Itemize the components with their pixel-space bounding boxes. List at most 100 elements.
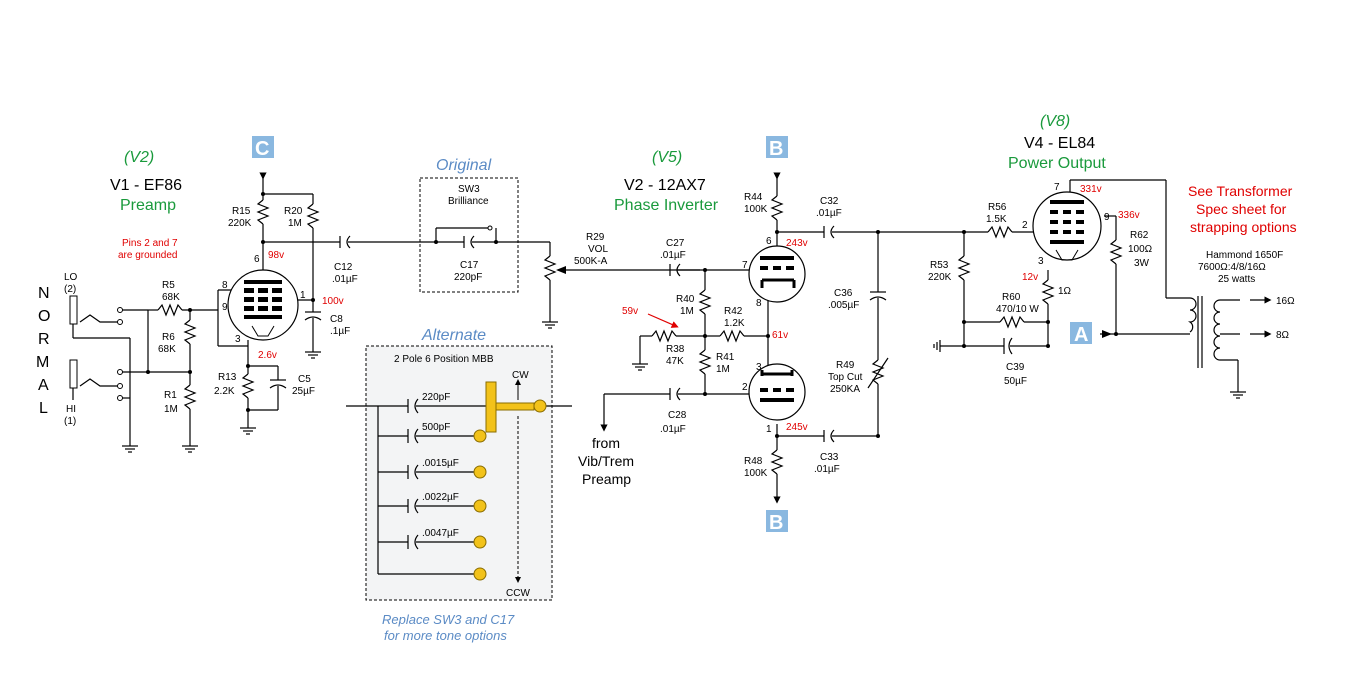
r42-value: 1.2K [724,318,745,329]
v4-tube [1032,191,1102,261]
v1-pin9: 9 [222,302,228,313]
transformer-note-line2: Spec sheet for [1196,201,1287,217]
lo-jack[interactable] [69,295,78,325]
alt-cap-plate-curved [414,464,419,480]
v2-tube-bottom [748,363,806,421]
r38-value: 47K [666,356,684,367]
alt-cap-plate-curved [414,428,419,444]
rotary-switch-positions[interactable] [473,429,487,581]
lo-jack-pin: (2) [64,284,76,295]
v2-pin8: 8 [756,298,762,309]
c8-label: C8 [330,314,343,325]
marker-b-bottom-box [766,510,788,532]
r29-label: R29 [586,232,605,243]
r41-label: R41 [716,352,735,363]
r6-label: R6 [162,332,175,343]
v2-cathode-voltage: 61v [772,330,788,341]
v2-bottom-plate-voltage: 245v [786,422,808,433]
normal-letter: M [36,354,49,371]
alternate-label: Alternate [421,327,486,344]
v1-note-line2: are grounded [118,250,178,261]
r6-value: 68K [158,344,176,355]
r29-name: VOL [588,244,608,255]
r60-value: 470/10 W [996,304,1039,315]
v1-pin8: 8 [222,280,228,291]
junction-dot [876,230,880,234]
marker-a-arrow [1102,330,1112,338]
alt-cap-label: .0047µF [422,528,459,539]
r13-label: R13 [218,372,237,383]
alt-cap-label: 500pF [422,422,450,433]
r53-label: R53 [930,260,949,271]
v4-cathode-voltage: 12v [1022,272,1038,283]
c36-label: C36 [834,288,853,299]
c5-value: 25µF [292,386,315,397]
marker-c-box [252,136,274,158]
v2-pin7: 7 [742,260,748,271]
r53-value: 220K [928,272,952,283]
hi-jack[interactable] [69,359,78,389]
v2-top-plate-voltage: 243v [786,238,808,249]
rotary-switch-arm[interactable] [495,402,535,411]
alternate-caps [407,398,486,550]
c36-value: .005µF [828,300,859,311]
v2-pin2: 2 [742,382,748,393]
marker-b-top-box [766,136,788,158]
original-box [419,177,519,293]
switch-position[interactable] [473,499,487,513]
r1-label: R1 [164,390,177,401]
r56-label: R56 [988,202,1007,213]
junction-dot [188,308,192,312]
marker-a: A [1074,324,1088,346]
junction-dot [434,240,438,244]
v1-note-line1: Pins 2 and 7 [122,238,178,249]
rotary-switch-common[interactable] [533,399,547,413]
r20-value: 1M [288,218,302,229]
rotary-switch-body[interactable] [485,381,497,433]
v1-tube [227,269,299,341]
sw3-contact[interactable] [487,225,493,231]
pot-wiper-arrow [556,266,566,274]
vib-input-line1: from [592,435,620,451]
junction-dot [703,334,707,338]
junction-dot [775,230,779,234]
v1-plate-voltage: 98v [268,250,284,261]
v4-role: Power Output [1008,155,1106,172]
v1-pin6: 6 [254,254,260,265]
v1-cathode-voltage: 2.6v [258,350,277,361]
alternate-switch-label: 2 Pole 6 Position MBB [394,354,494,365]
r49-label: R49 [836,360,855,371]
v1-g2-voltage: 100v [322,296,344,307]
jack-contacts [117,307,123,401]
switch-position[interactable] [473,535,487,549]
r56-value: 1.5K [986,214,1007,225]
normal-letter: O [38,308,50,325]
transformer-note-line3: strapping options [1190,219,1297,235]
v1-pin1: 1 [300,290,306,301]
switch-position[interactable] [473,429,487,443]
v4-plate-voltage: 331v [1080,184,1102,195]
junction-dot [962,230,966,234]
switch-position[interactable] [473,465,487,479]
junction-dot [962,320,966,324]
junction-dot [246,364,250,368]
r62-value: 100Ω [1128,244,1153,255]
r5-value: 68K [162,292,180,303]
vib-input-line3: Preamp [582,471,631,487]
c27-value: .01µF [660,250,686,261]
hi-jack-pin: (1) [64,416,76,427]
c12-label: C12 [334,262,353,273]
normal-letter: L [39,400,48,417]
sw3-label: SW3 [458,184,480,195]
r13-value: 2.2K [214,386,235,397]
r1-value: 1M [164,404,178,415]
switch-position[interactable] [473,567,487,581]
v4-pin3: 3 [1038,256,1044,267]
junction-dot [1114,332,1118,336]
alt-cap-label: .0015µF [422,458,459,469]
r5-label: R5 [162,280,175,291]
junction-dot [146,370,150,374]
r41-value: 1M [716,364,730,375]
alt-cap-label: .0022µF [422,492,459,503]
